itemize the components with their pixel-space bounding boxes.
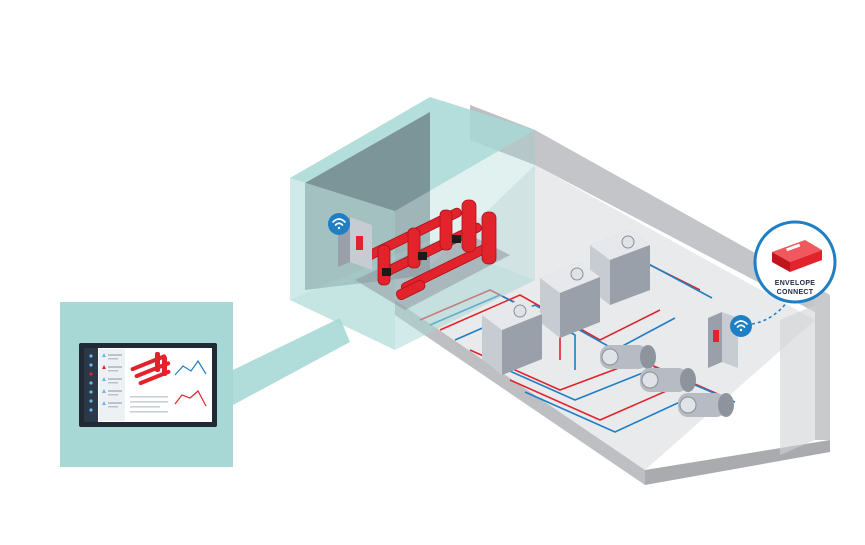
monitor-sidebar (84, 348, 98, 422)
dashboard-panel (60, 302, 233, 467)
motor-head (418, 252, 427, 260)
end-wall (815, 290, 830, 440)
boiler-unit (540, 262, 600, 338)
mini-chart-red (174, 390, 207, 407)
boiler-units (482, 230, 650, 375)
sidebar-dots (89, 354, 93, 412)
pump-unit (678, 393, 734, 417)
mini-skid (130, 352, 171, 386)
cold-pipe-4 (524, 391, 696, 433)
envelope-connect-badge: ENVELOPE CONNECT (753, 220, 837, 304)
right-controller (708, 297, 791, 368)
motor-head (452, 235, 461, 243)
wifi-icon (332, 218, 346, 230)
wifi-icon (734, 320, 748, 332)
floor-edge-front (395, 300, 645, 485)
envelope-connect-device-icon (772, 240, 822, 272)
monitor-list-pane (99, 349, 125, 421)
floor-edge-right (645, 440, 830, 485)
badge-line-1: ENVELOPE (775, 280, 816, 287)
badge-line-2: CONNECT (777, 289, 814, 296)
highlight-beam (233, 318, 350, 405)
motor-head (382, 268, 391, 276)
hot-pipe-4 (509, 379, 681, 421)
pump-unit (600, 345, 656, 369)
pump-unit (640, 368, 696, 392)
pump-skid (355, 199, 510, 310)
boiler-unit (482, 299, 542, 375)
pump-units (600, 345, 734, 417)
left-controller (328, 213, 372, 270)
right-wall-face (780, 305, 815, 455)
mini-chart-blue (174, 359, 207, 376)
text-lines (130, 396, 168, 413)
alert-list (102, 353, 122, 408)
boiler-unit (590, 230, 650, 305)
